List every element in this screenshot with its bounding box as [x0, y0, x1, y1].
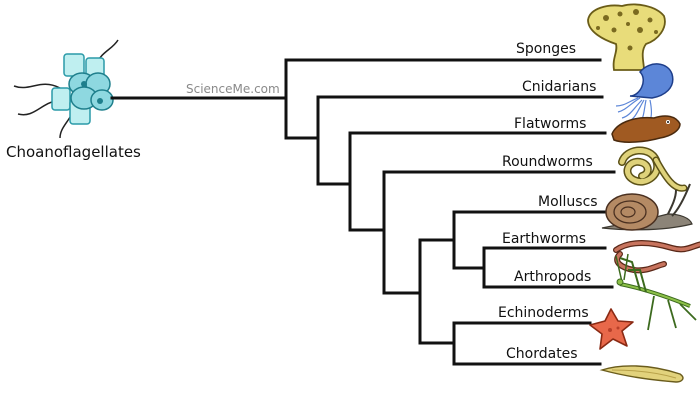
taxon-label-chordates: Chordates: [506, 346, 578, 362]
jellyfish-icon: [615, 63, 674, 123]
lancelet-icon: [599, 365, 684, 383]
earthworm-icon: [613, 240, 700, 274]
taxon-label-earthworms: Earthworms: [502, 231, 586, 247]
mantis-icon: [615, 253, 697, 331]
taxon-label-echinoderms: Echinoderms: [498, 305, 589, 321]
snail-icon: [601, 183, 693, 231]
taxon-label-flatworms: Flatworms: [514, 116, 586, 132]
sponge-icon: [587, 3, 666, 71]
taxon-label-molluscs: Molluscs: [538, 194, 598, 210]
taxon-label-cnidarians: Cnidarians: [522, 79, 596, 95]
choanoflagellate-icon: [13, 39, 119, 139]
root-label: Choanoflagellates: [6, 143, 141, 161]
tree-branches: [110, 58, 616, 366]
taxon-label-arthropods: Arthropods: [514, 269, 591, 285]
roundworm-icon: [618, 146, 688, 192]
taxon-label-roundworms: Roundworms: [502, 154, 593, 170]
flatworm-icon: [611, 115, 681, 143]
starfish-icon: [589, 308, 634, 350]
taxon-label-sponges: Sponges: [516, 41, 576, 57]
watermark: ScienceMe.com: [186, 82, 280, 96]
